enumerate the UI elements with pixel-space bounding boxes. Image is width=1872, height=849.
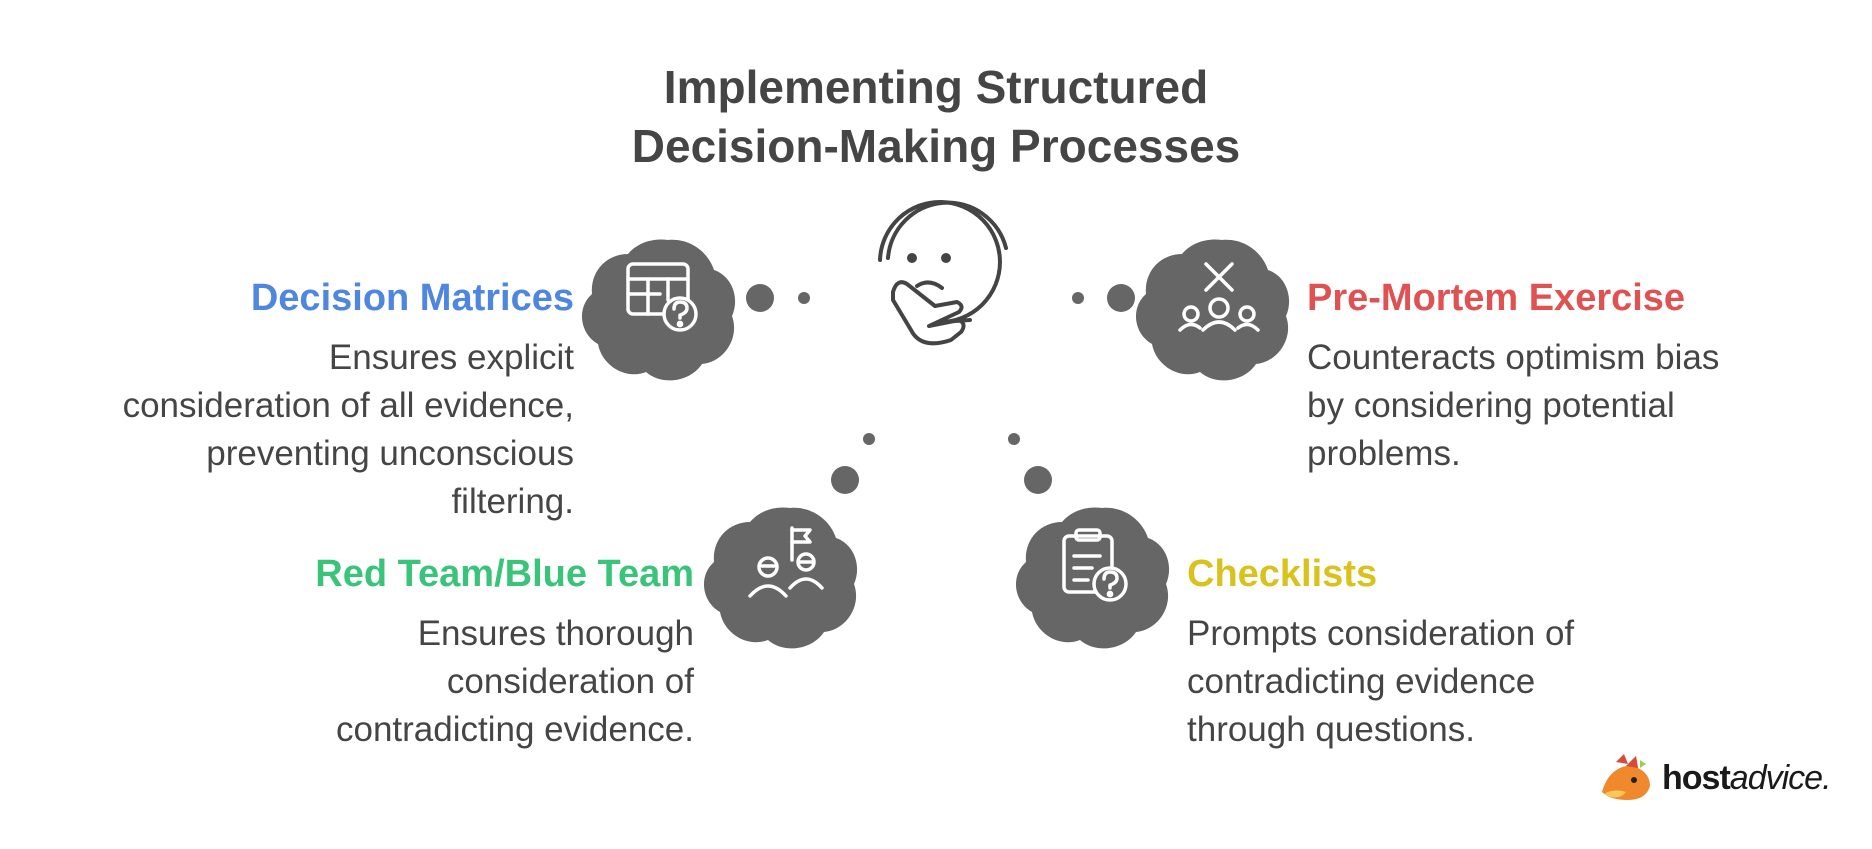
node-description: Counteracts optimism bias by considering… (1307, 334, 1827, 478)
node-checklists: Checklists Prompts consideration of cont… (1187, 550, 1707, 754)
desc-line: Prompts consideration of (1187, 614, 1575, 653)
blob-redblue (703, 507, 858, 649)
dot (1107, 284, 1135, 312)
dot (831, 466, 859, 494)
dot (798, 292, 810, 304)
node-decision-matrices: Decision Matrices Ensures explicit consi… (14, 274, 574, 526)
blob-checklists (1015, 507, 1170, 649)
desc-line: consideration of all evidence, (122, 386, 574, 425)
node-heading: Decision Matrices (250, 277, 574, 319)
node-description: Ensures explicit consideration of all ev… (14, 334, 574, 526)
desc-line: consideration of (446, 662, 694, 701)
desc-line: preventing unconscious (206, 434, 574, 473)
desc-line: Ensures thorough (417, 614, 694, 653)
brand-bold: host (1662, 758, 1731, 797)
connector-dots (746, 284, 1135, 494)
desc-line: Ensures explicit (328, 338, 574, 377)
node-red-blue-team: Red Team/Blue Team Ensures thorough cons… (174, 550, 694, 754)
node-pre-mortem: Pre-Mortem Exercise Counteracts optimism… (1307, 274, 1827, 478)
team-flag-icon (748, 526, 824, 598)
title-line-2: Decision-Making Processes (631, 120, 1241, 172)
dot (1072, 292, 1084, 304)
node-description: Prompts consideration of contradicting e… (1187, 610, 1707, 754)
dot (1024, 466, 1052, 494)
blob-premortem (1135, 239, 1290, 381)
node-heading: Pre-Mortem Exercise (1307, 277, 1686, 319)
desc-line: contradicting evidence. (336, 710, 694, 749)
brand-italic: advice. (1729, 758, 1832, 797)
node-heading: Red Team/Blue Team (315, 553, 694, 595)
desc-line: Counteracts optimism bias (1307, 338, 1720, 377)
desc-line: through questions. (1187, 710, 1475, 749)
dot (746, 284, 774, 312)
table-question-icon (626, 262, 698, 332)
title-line-1: Implementing Structured (663, 61, 1209, 113)
group-cross-icon (1178, 262, 1260, 332)
desc-line: problems. (1307, 434, 1461, 473)
thinking-face-icon (878, 200, 1008, 346)
blob-matrices (581, 239, 736, 381)
page-title: Implementing Structured Decision-Making … (536, 58, 1336, 176)
node-heading: Checklists (1187, 553, 1378, 595)
hostadvice-logo: hostadvice. (1596, 752, 1832, 804)
desc-line: by considering potential (1307, 386, 1675, 425)
dot (863, 433, 875, 445)
fox-mascot-icon (1602, 754, 1650, 800)
brand-wordmark: hostadvice. (1662, 758, 1832, 798)
clipboard-question-icon (1062, 528, 1128, 602)
node-description: Ensures thorough consideration of contra… (174, 610, 694, 754)
dot (1008, 433, 1020, 445)
desc-line: contradicting evidence (1187, 662, 1536, 701)
desc-line: filtering. (451, 482, 574, 521)
